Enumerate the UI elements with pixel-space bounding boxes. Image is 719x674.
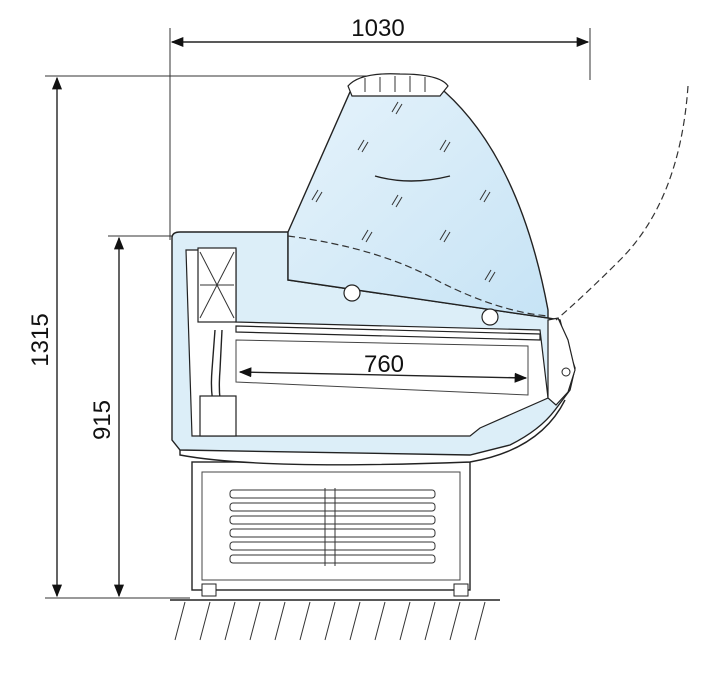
dimension-height-total: 1315 — [27, 75, 370, 599]
canopy-light — [347, 73, 449, 97]
dimension-height-total-label: 1315 — [27, 313, 54, 366]
floor — [170, 599, 500, 641]
foot-left — [201, 583, 217, 597]
dimension-height-counter-label: 915 — [89, 400, 116, 440]
dimension-height-counter: 915 — [89, 235, 178, 598]
glass-canopy — [287, 73, 549, 326]
hinge-left — [343, 284, 361, 302]
dimension-width: 1030 — [169, 15, 591, 240]
glass-reflections — [311, 101, 496, 283]
dimension-shelf-depth-label: 760 — [364, 351, 404, 378]
evaporator-hatch — [199, 251, 235, 319]
cabinet-body — [171, 231, 576, 466]
glass-open-position — [555, 85, 689, 321]
foot-right — [453, 583, 469, 597]
glass-lift-path — [287, 235, 549, 317]
ventilation-grille — [229, 488, 436, 566]
dimension-width-label: 1030 — [351, 15, 404, 42]
glass-handle — [374, 175, 451, 182]
floor-hatching — [174, 601, 486, 641]
base-housing — [191, 461, 471, 597]
dimension-shelf-depth: 760 — [238, 351, 528, 383]
hinge-right — [481, 308, 499, 326]
